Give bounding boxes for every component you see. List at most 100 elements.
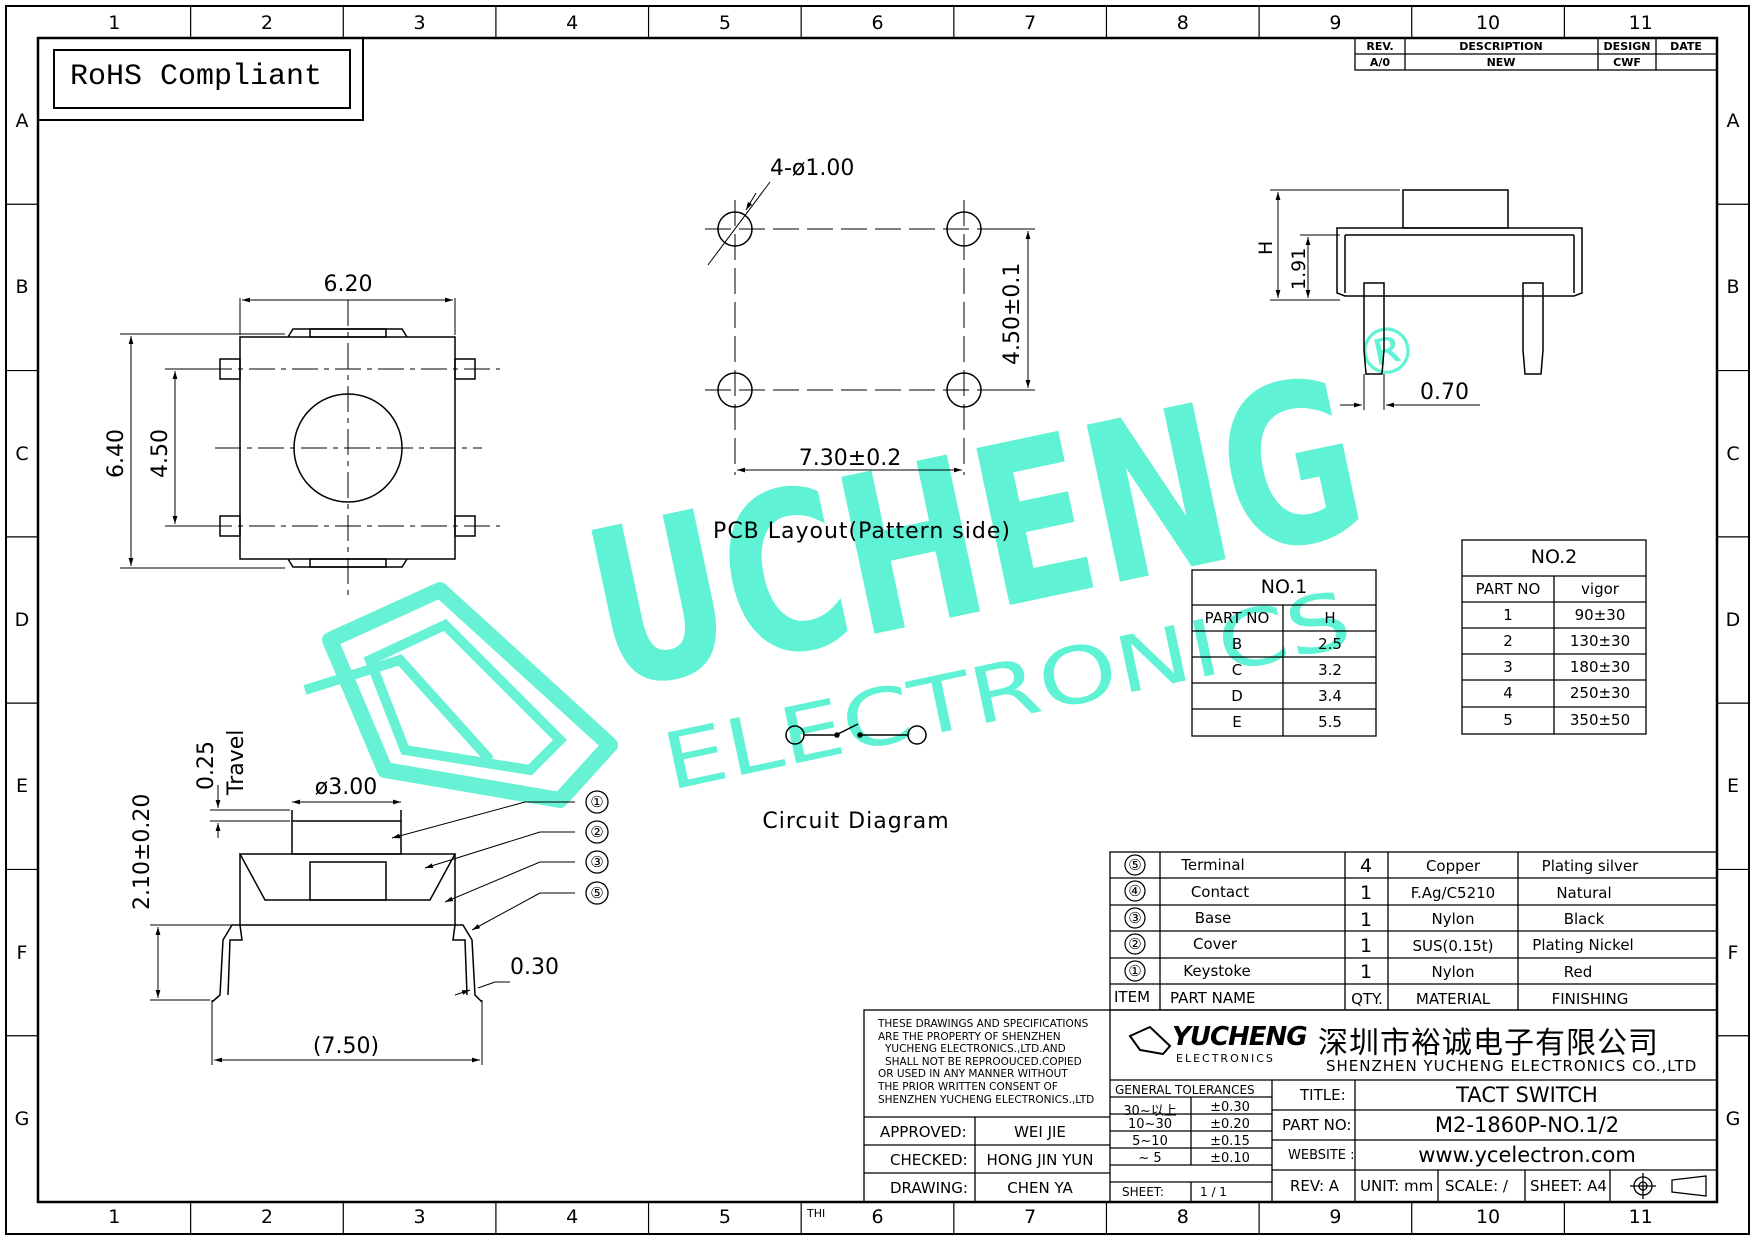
zone-row-left: D [14,609,30,631]
table-no1-title: NO.1 [1260,576,1308,598]
zone-row-right: E [1726,775,1740,798]
zone-col-bottom: 1 [108,1206,121,1228]
top-view [120,297,500,595]
dim-front-lead: 0.30 [510,955,559,980]
zone-row-left: G [14,1107,30,1130]
zone-col-top: 8 [1176,12,1189,34]
tolerance-value: ±0.15 [1210,1134,1250,1149]
bom-item: ⑤ [1128,856,1142,874]
date-header: DATE [1670,40,1702,53]
rohs-inner-box [53,49,351,109]
bom-material: Copper [1425,857,1481,875]
description-value: NEW [1486,56,1516,69]
balloon-1: ① [590,793,604,811]
tolerance-range: 10~30 [1128,1117,1172,1132]
rev-value: A/0 [1369,56,1391,69]
table-no1-cell: 3.4 [1318,687,1342,705]
watermark-text: UCHENG ® ELECTRONICS [568,310,1426,809]
zone-row-left: A [15,110,29,133]
rohs-outer-box [37,37,364,121]
tolerances-title: GENERAL TOLERANCES [1115,1083,1255,1097]
pcb-layout [705,181,1035,475]
table-no2-cell: 4 [1503,684,1513,702]
dim-pitch: 4.50 [148,429,173,478]
logo-sub: ELECTRONICS [1176,1052,1275,1065]
table-no2-header-part: PART NO [1475,580,1541,598]
svg-text:®: ® [1348,310,1426,396]
tolerance-range: 30~以上 [1123,1104,1177,1119]
table-no2-cell: 90±30 [1574,606,1626,624]
bom-finishing: Natural [1556,884,1612,902]
bom-header-finishing: FINISHING [1551,990,1629,1008]
table-no2-cell: 130±30 [1569,632,1631,650]
bom-qty: 1 [1359,909,1373,931]
table-no2-cell: 1 [1503,606,1513,624]
table-no2-cell: 250±30 [1569,684,1631,702]
bom-material: Nylon [1431,910,1475,928]
table-no1-header-part: PART NO [1204,609,1270,627]
bom-finishing: Plating silver [1541,857,1639,875]
balloon-2: ② [590,823,604,841]
table-no2-cell: 350±50 [1569,711,1631,729]
side-view [1270,189,1583,410]
zone-row-right: B [1726,276,1740,299]
watermark-logo [303,582,618,808]
bom-item: ③ [1128,909,1142,927]
bom-item: ④ [1128,882,1142,900]
rev-header: REV. [1366,40,1394,53]
part-no-value: M2-1860P-NO.1/2 [1434,1113,1620,1137]
zone-col-bottom: 5 [718,1206,731,1228]
projection-symbol [1630,1173,1707,1199]
drawing-label: DRAWING: [890,1179,968,1197]
table-no1-cell: 2.5 [1318,635,1342,653]
table-no2-cell: 180±30 [1569,658,1631,676]
table-no2-grid [1461,539,1647,735]
zone-row-right: D [1725,609,1741,631]
unit-label: UNIT: mm [1360,1177,1434,1195]
tolerance-value: ±0.20 [1210,1117,1250,1132]
website-label: WEBSITE : [1288,1148,1355,1163]
balloon-5: ⑤ [590,884,604,902]
title-value: TACT SWITCH [1456,1083,1598,1107]
dim-diameter: ø3.00 [314,775,378,800]
description-header: DESCRIPTION [1459,40,1543,53]
bom-part-name: Contact [1190,883,1250,901]
balloon-3: ③ [590,853,604,871]
zone-col-bottom: 2 [260,1206,273,1228]
dim-pcb-horizontal: 7.30±0.2 [798,446,902,471]
dim-front-span: (7.50) [312,1034,380,1059]
zone-row-right: C [1726,442,1740,465]
zone-col-top: 3 [413,12,426,34]
design-header: DESIGN [1603,40,1651,53]
approved-label: APPROVED: [880,1123,967,1141]
company-name-en: SHENZHEN YUCHENG ELECTRONICS CO.,LTD [1326,1057,1698,1075]
bom-finishing: Black [1563,910,1605,928]
zone-col-top: 7 [1024,12,1037,34]
table-no1-grid [1191,569,1377,737]
design-value: CWF [1613,56,1641,69]
table-no2-header-vigor: vigor [1581,580,1619,598]
rohs-label: RoHS Compliant [70,60,323,94]
bom-grid [1109,851,1718,1011]
rev-label: REV: A [1290,1177,1340,1195]
zone-col-bottom: 11 [1628,1206,1653,1228]
zone-col-bottom: 7 [1024,1206,1037,1228]
drawing-name: CHEN YA [1007,1179,1073,1197]
zone-col-bottom: 10 [1475,1206,1501,1228]
zone-col-bottom: 9 [1329,1206,1342,1228]
zone-row-left: B [15,276,29,299]
circuit-caption: Circuit Diagram [762,809,950,834]
table-no2-title: NO.2 [1530,546,1578,568]
bom-header-part-name: PART NAME [1170,989,1256,1007]
title-block-grid [863,1009,1718,1203]
zone-col-top: 9 [1329,12,1342,34]
zone-row-left: C [15,442,29,465]
bom-part-name: Keystoke [1183,962,1251,980]
bom-finishing: Red [1563,963,1593,981]
zone-col-top: 10 [1475,12,1501,34]
dim-h-label: H [1255,240,1277,255]
zone-row-right: G [1725,1107,1741,1130]
bom-part-name: Base [1194,909,1232,927]
